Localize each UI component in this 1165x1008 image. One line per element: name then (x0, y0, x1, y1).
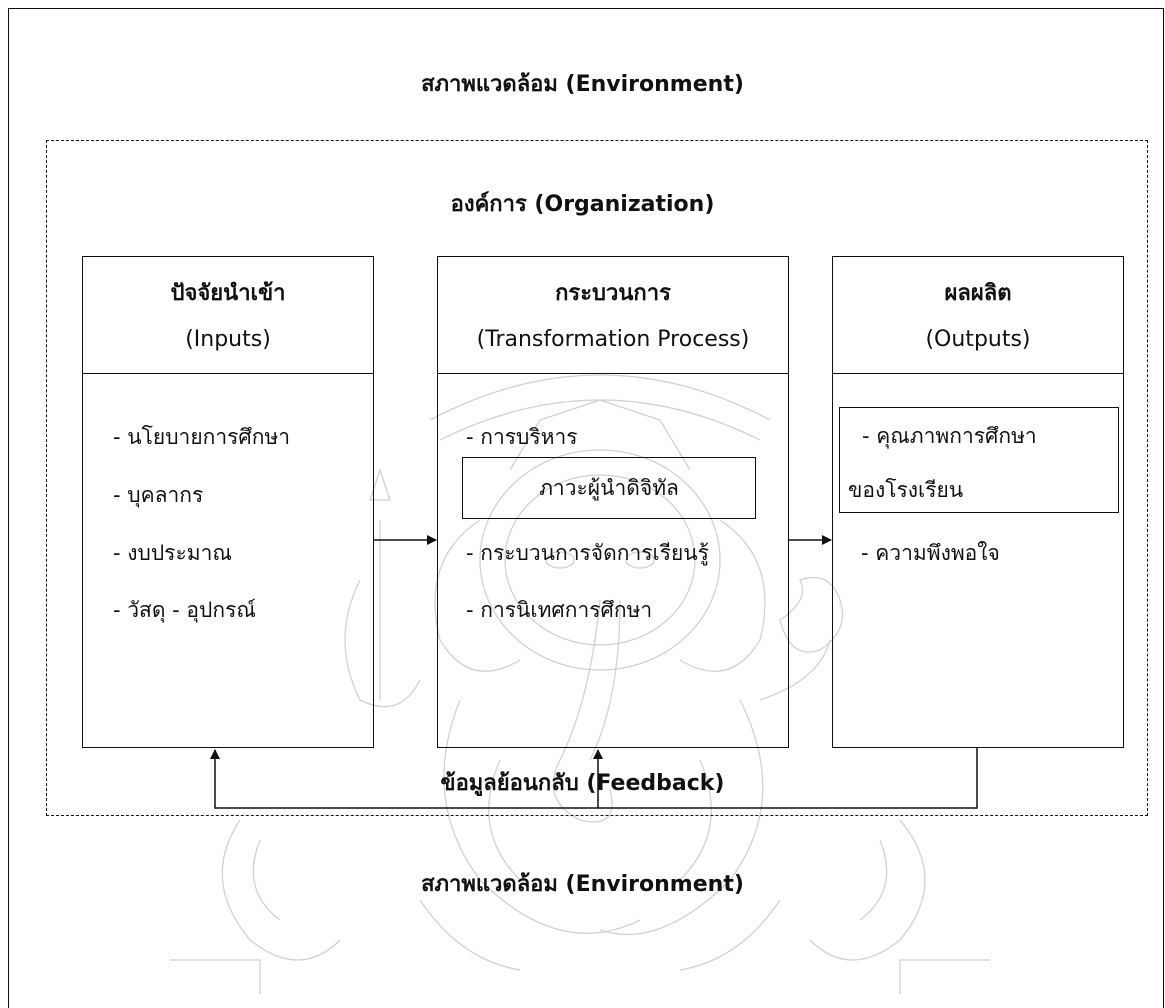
process-item: - การบริหาร (466, 425, 578, 449)
organization-title: องค์การ (Organization) (450, 192, 715, 217)
inputs-item: - งบประมาณ (113, 541, 232, 565)
outputs-item: - ความพึงพอใจ (861, 541, 1000, 565)
environment-frame (8, 8, 1164, 1008)
organization-frame (46, 140, 1148, 816)
process-box: กระบวนการ (Transformation Process) - การ… (437, 256, 789, 748)
outputs-title: ผลผลิต (944, 281, 1012, 306)
inputs-item: - วัสดุ - อุปกรณ์ (113, 598, 256, 622)
feedback-label: ข้อมูลย้อนกลับ (Feedback) (440, 771, 725, 796)
inputs-box: ปัจจัยนำเข้า (Inputs) - นโยบายการศึกษา -… (82, 256, 374, 748)
outputs-box: ผลผลิต (Outputs) - คุณภาพการศึกษา ของโรง… (832, 256, 1124, 748)
process-header: กระบวนการ (Transformation Process) (438, 257, 788, 374)
inputs-item: - นโยบายการศึกษา (113, 425, 291, 449)
outputs-header: ผลผลิต (Outputs) (833, 257, 1123, 374)
inputs-subtitle: (Inputs) (185, 327, 271, 352)
environment-title-bottom: สภาพแวดล้อม (Environment) (421, 872, 744, 897)
outputs-item: ของโรงเรียน (848, 478, 964, 502)
digital-leadership-label: ภาวะผู้นำดิจิทัล (539, 476, 679, 500)
digital-leadership-box: ภาวะผู้นำดิจิทัล (462, 457, 756, 519)
process-subtitle: (Transformation Process) (476, 327, 750, 352)
process-item: - กระบวนการจัดการเรียนรู้ (466, 541, 709, 565)
inputs-title: ปัจจัยนำเข้า (170, 281, 286, 306)
education-quality-box: - คุณภาพการศึกษา ของโรงเรียน (839, 407, 1119, 513)
outputs-item: - คุณภาพการศึกษา (862, 424, 1037, 448)
inputs-header: ปัจจัยนำเข้า (Inputs) (83, 257, 373, 374)
process-item: - การนิเทศการศึกษา (466, 598, 653, 622)
outputs-subtitle: (Outputs) (925, 327, 1031, 352)
process-title: กระบวนการ (555, 281, 671, 306)
inputs-item: - บุคลากร (113, 483, 204, 507)
environment-title-top: สภาพแวดล้อม (Environment) (421, 72, 744, 97)
